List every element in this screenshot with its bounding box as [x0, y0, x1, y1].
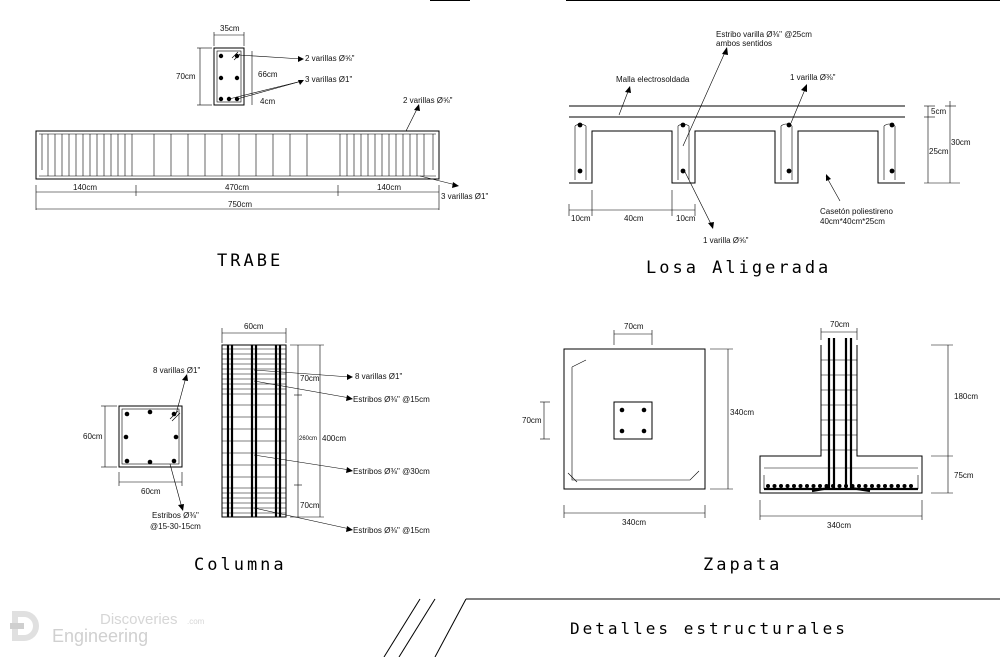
columna-height-label: 60cm [83, 432, 103, 441]
rebar-dot [785, 484, 790, 488]
rebar-dot [902, 484, 907, 488]
losa-caseton-size: 40cm*40cm*25cm [820, 217, 885, 226]
rebar-dot [805, 484, 809, 488]
columna-elev-70-top: 70cm [300, 374, 320, 383]
rebar-dot [766, 484, 770, 488]
trabe-cover-label: 4cm [260, 97, 275, 106]
footer: Detalles estructurales [383, 598, 1000, 657]
columna-elev-bars-label: 8 varillas Ø1" [355, 372, 402, 381]
trabe-span-total: 750cm [228, 200, 252, 209]
losa-caseton-label: Casetón poliestireno [820, 207, 893, 216]
zapata-detail: 70cm 70cm 340cm 340cm 70cm 180cm 75cm 34… [522, 320, 978, 530]
zapata-plan-col-side: 70cm [522, 416, 542, 425]
trabe-top-bars-label: 2 varillas Ø⅝" [305, 54, 355, 63]
rebar-dot [883, 484, 887, 488]
columna-elev-width: 60cm [244, 322, 264, 331]
columna-est-top: Estribos Ø⅜" @15cm [353, 395, 430, 404]
rebar-dot [889, 484, 894, 488]
columna-elev-70-bot: 70cm [300, 501, 320, 510]
zapata-plan-side: 340cm [730, 408, 754, 417]
losa-malla-label: Malla electrosoldada [616, 75, 690, 84]
rebar-dot [818, 484, 822, 488]
rebar-dot [792, 484, 796, 488]
logo-text-top: Discoveries [100, 611, 178, 628]
trabe-bottom-bars-label: 3 varillas Ø1" [305, 75, 352, 84]
trabe-section-detail: 35cm 70cm 66cm 4cm 2 varillas Ø⅝" 3 vari… [35, 24, 488, 210]
trabe-span-left: 140cm [73, 183, 97, 192]
logo-text-com: .com [187, 617, 205, 626]
losa-dim-10a: 10cm [571, 214, 591, 223]
rebar-dot [798, 484, 803, 488]
columna-width-label: 60cm [141, 487, 161, 496]
rebar-dot [863, 484, 868, 488]
columna-bars-label: 8 varillas Ø1" [153, 366, 200, 375]
zapata-plan-col: 70cm [624, 322, 644, 331]
rebar-dot [824, 484, 829, 488]
losa-title: Losa Aligerada [646, 258, 831, 278]
columna-elev-400: 400cm [322, 434, 346, 443]
trabe-width-label: 35cm [220, 24, 240, 33]
rebar-dot [850, 484, 855, 488]
columna-title: Columna [194, 555, 287, 575]
losa-dim-25: 25cm [929, 147, 949, 156]
zapata-sec-180: 180cm [954, 392, 978, 401]
trabe-span-right: 140cm [377, 183, 401, 192]
rebar-dot [896, 484, 900, 488]
zapata-sec-75: 75cm [954, 471, 974, 480]
rebar-dot [870, 484, 874, 488]
trabe-stirrups [47, 134, 425, 176]
losa-dim-5: 5cm [931, 107, 946, 116]
footer-title: Detalles estructurales [570, 619, 848, 638]
columna-est-mid: Estribos Ø⅜" @30cm [353, 467, 430, 476]
rebar-dot [876, 484, 881, 488]
rebar-dot [811, 484, 816, 488]
columna-stirrups [222, 348, 286, 514]
losa-dim-40: 40cm [624, 214, 644, 223]
losa-bottom-bar-label: 1 varilla Ø⅝" [703, 236, 749, 245]
columna-detail: 60cm 60cm 8 varillas Ø1" Estribos Ø⅜" @1… [83, 322, 430, 535]
zapata-bottom-bars [766, 484, 913, 488]
losa-dim-10b: 10cm [676, 214, 696, 223]
trabe-height-label: 70cm [176, 72, 196, 81]
trabe-elev-top-bars-label: 2 varillas Ø⅝" [403, 96, 453, 105]
columna-elev-260: 260cm [299, 436, 317, 442]
rebar-dot [772, 484, 777, 488]
zapata-title: Zapata [703, 555, 782, 575]
losa-dim-30: 30cm [951, 138, 971, 147]
trabe-inner-height-label: 66cm [258, 70, 278, 79]
columna-estribos-label: Estribos Ø⅜" [152, 511, 199, 520]
rebar-dot [831, 484, 835, 488]
losa-aligerada-detail: Estribo varilla Ø⅜" @25cm ambos sentidos… [568, 30, 971, 245]
zapata-plan-bottom: 340cm [622, 518, 646, 527]
discoveries-engineering-logo: Discoveries .com Engineering [10, 611, 205, 646]
rebar-dot [779, 484, 783, 488]
rebar-dot [837, 484, 842, 488]
rebar-dot [844, 484, 848, 488]
trabe-span-mid: 470cm [225, 183, 249, 192]
trabe-elev-bottom-bars-label: 3 varillas Ø1" [441, 192, 488, 201]
zapata-sec-col: 70cm [830, 320, 850, 329]
columna-estribos-spacing: @15-30-15cm [150, 522, 201, 531]
zapata-sec-bottom: 340cm [827, 521, 851, 530]
rebar-dot [909, 484, 913, 488]
losa-top-bar-label: 1 varilla Ø⅜" [790, 73, 836, 82]
columna-est-bot: Estribos Ø⅜" @15cm [353, 526, 430, 535]
losa-estribo-note: Estribo varilla Ø⅜" @25cm [716, 30, 812, 39]
trabe-title: TRABE [217, 251, 283, 271]
losa-estribo-note-2: ambos sentidos [716, 39, 772, 48]
logo-text-bottom: Engineering [52, 626, 148, 646]
rebar-dot [857, 484, 861, 488]
